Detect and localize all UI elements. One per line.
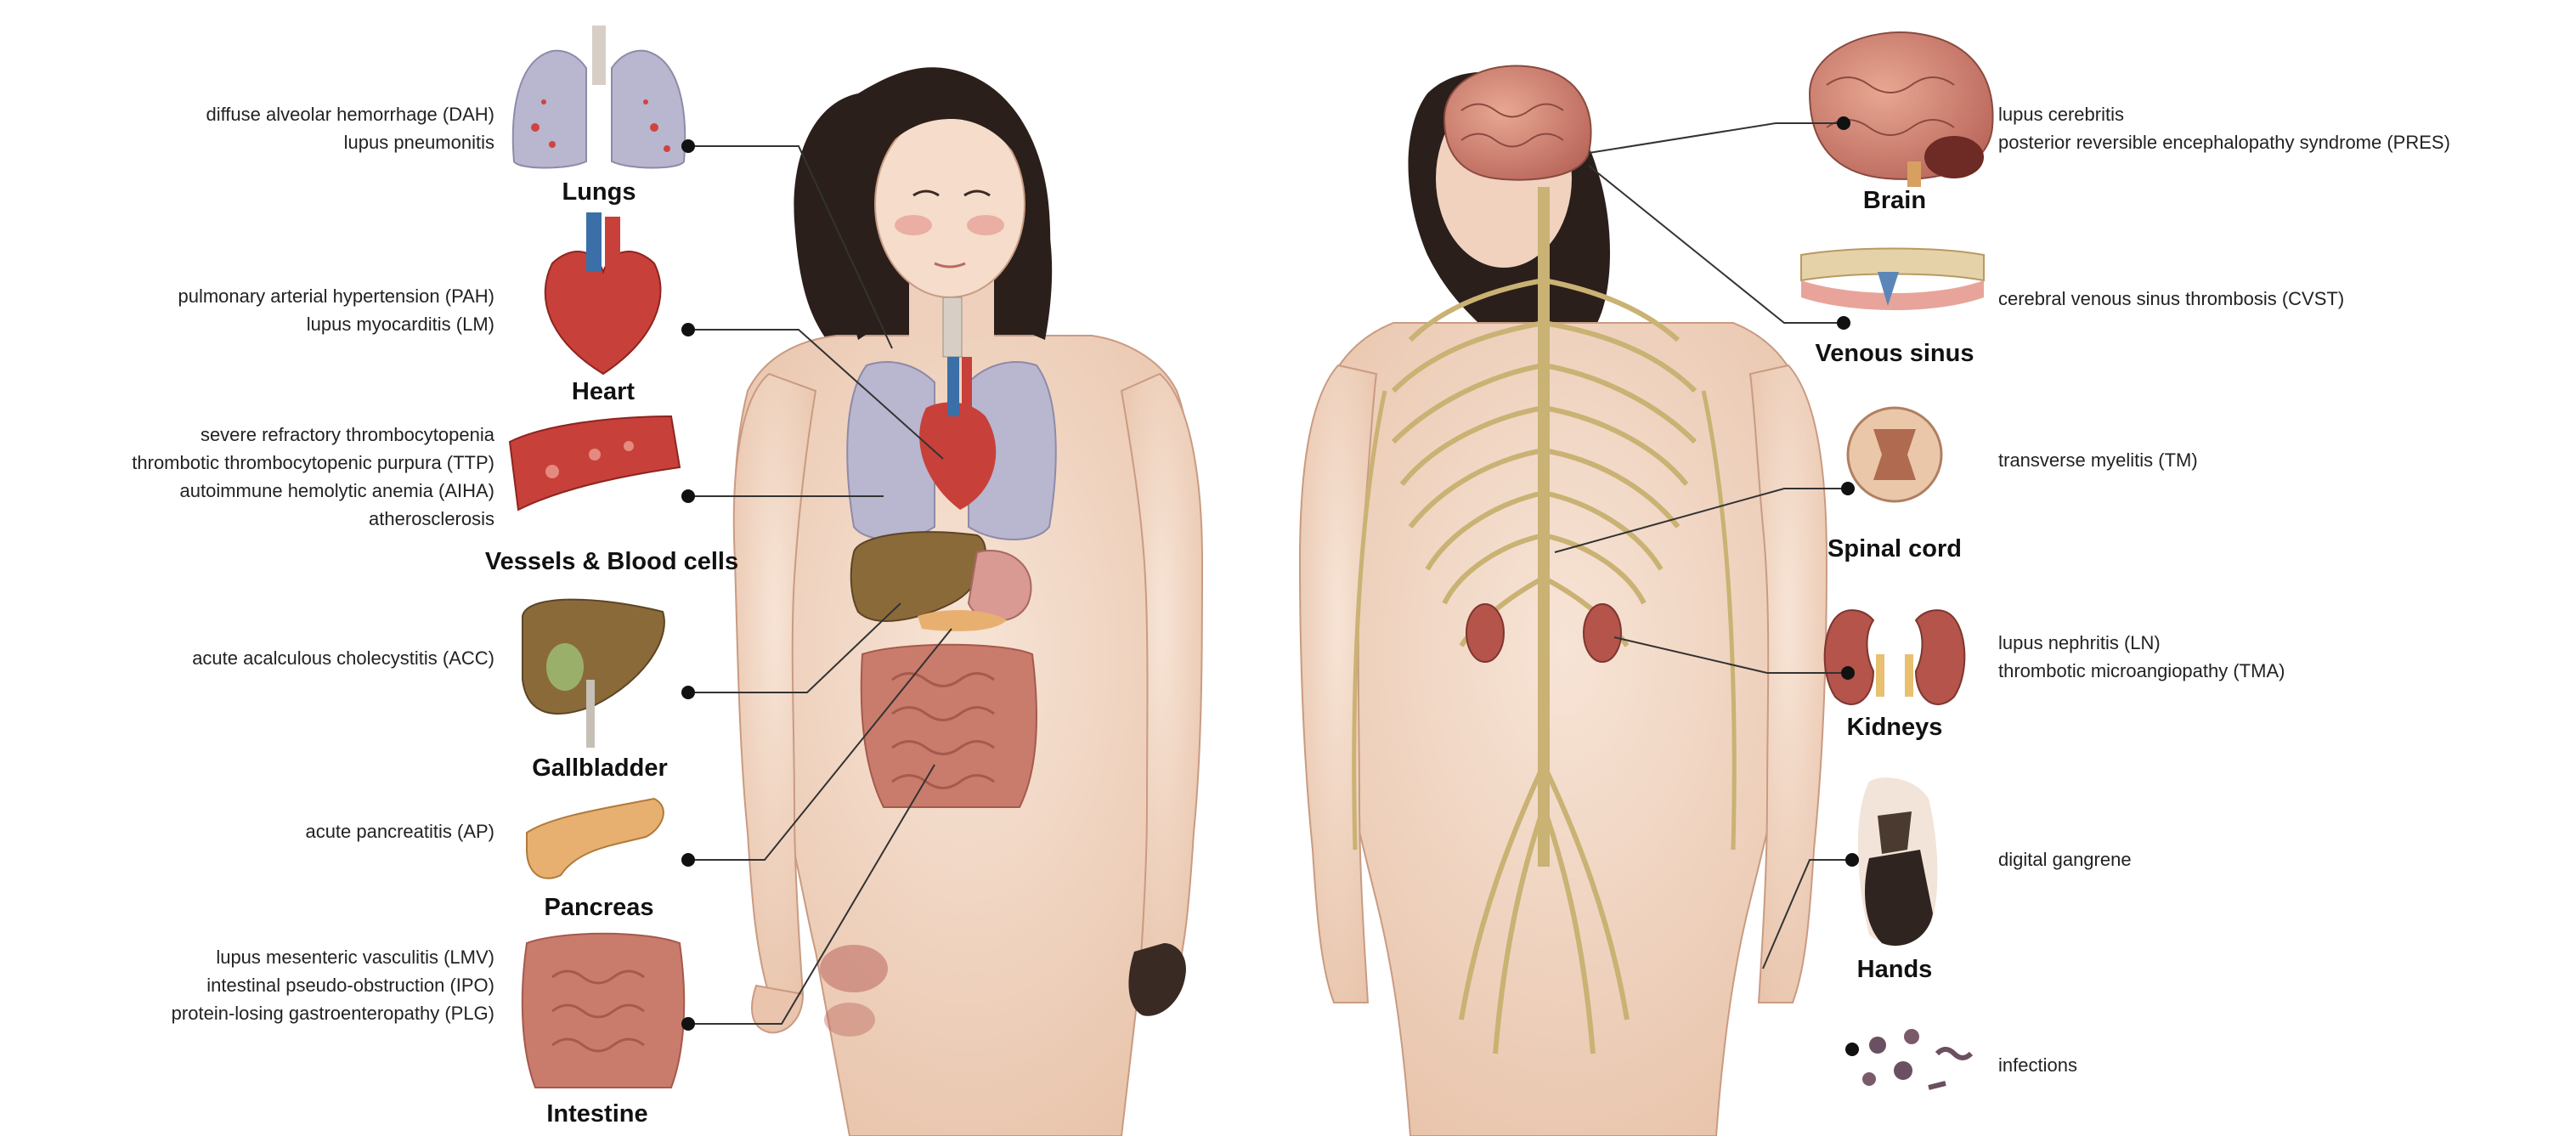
lungs-conditions: diffuse alveolar hemorrhage (DAH) lupus … [206, 100, 494, 156]
condition-text: lupus mesenteric vasculitis (LMV) [172, 943, 494, 971]
condition-text: digital gangrene [1998, 845, 2132, 873]
organ-label-heart: Heart [572, 378, 635, 406]
condition-text: autoimmune hemolytic anemia (AIHA) [132, 477, 494, 505]
condition-text: severe refractory thrombocytopenia [132, 421, 494, 449]
intestine-conditions: lupus mesenteric vasculitis (LMV) intest… [172, 943, 494, 1027]
gallbladder-icon [523, 600, 664, 748]
organ-label-brain: Brain [1863, 187, 1926, 215]
condition-text: posterior reversible encephalopathy synd… [1998, 128, 2450, 156]
condition-text: lupus cerebritis [1998, 100, 2450, 128]
condition-text: protein-losing gastroenteropathy (PLG) [172, 999, 494, 1027]
condition-text: thrombotic microangiopathy (TMA) [1998, 657, 2285, 685]
condition-text: cerebral venous sinus thrombosis (CVST) [1998, 285, 2344, 313]
intestine-icon [523, 934, 684, 1088]
organ-label-spinal-cord: Spinal cord [1827, 535, 1962, 563]
organ-label-kidneys: Kidneys [1847, 714, 1943, 742]
lungs-icon [513, 25, 685, 168]
condition-text: atherosclerosis [132, 505, 494, 533]
gangrenous-hand-icon [1858, 777, 1938, 946]
organ-label-venous-sinus: Venous sinus [1816, 340, 1974, 368]
spinal-cord-icon [1848, 408, 1941, 501]
front-body-figure [734, 67, 1202, 1136]
condition-text: lupus nephritis (LN) [1998, 629, 2285, 657]
heart-icon [545, 212, 661, 374]
venous-sinus-icon [1801, 249, 1984, 311]
condition-text: pulmonary arterial hypertension (PAH) [178, 282, 494, 310]
organ-label-pancreas: Pancreas [545, 894, 654, 922]
hands-conditions: digital gangrene [1998, 845, 2132, 873]
pancreas-icon [527, 799, 664, 879]
organ-label-lungs: Lungs [562, 178, 636, 206]
condition-text: lupus myocarditis (LM) [178, 310, 494, 338]
kidneys-icon [1825, 610, 1965, 704]
spinal-cord-conditions: transverse myelitis (TM) [1998, 446, 2198, 474]
microbes-icon [1862, 1029, 1971, 1088]
condition-text: acute pancreatitis (AP) [305, 817, 494, 845]
brain-icon [1810, 32, 1993, 187]
condition-text: thrombotic thrombocytopenic purpura (TTP… [132, 449, 494, 477]
kidneys-conditions: lupus nephritis (LN) thrombotic microang… [1998, 629, 2285, 685]
vessel-icon [510, 416, 680, 510]
organ-label-gallbladder: Gallbladder [532, 755, 668, 783]
infections-conditions: infections [1998, 1051, 2077, 1079]
gallbladder-conditions: acute acalculous cholecystitis (ACC) [192, 644, 494, 672]
organ-label-intestine: Intestine [546, 1100, 647, 1128]
condition-text: infections [1998, 1051, 2077, 1079]
condition-text: transverse myelitis (TM) [1998, 446, 2198, 474]
condition-text: intestinal pseudo-obstruction (IPO) [172, 971, 494, 999]
condition-text: acute acalculous cholecystitis (ACC) [192, 644, 494, 672]
organ-label-hands: Hands [1857, 956, 1933, 984]
condition-text: diffuse alveolar hemorrhage (DAH) [206, 100, 494, 128]
pancreas-conditions: acute pancreatitis (AP) [305, 817, 494, 845]
organ-label-vessels: Vessels & Blood cells [485, 548, 738, 576]
brain-conditions: lupus cerebritis posterior reversible en… [1998, 100, 2450, 156]
venous-sinus-conditions: cerebral venous sinus thrombosis (CVST) [1998, 285, 2344, 313]
condition-text: lupus pneumonitis [206, 128, 494, 156]
back-body-figure [1300, 66, 1827, 1136]
vessels-conditions: severe refractory thrombocytopenia throm… [132, 421, 494, 533]
heart-conditions: pulmonary arterial hypertension (PAH) lu… [178, 282, 494, 338]
